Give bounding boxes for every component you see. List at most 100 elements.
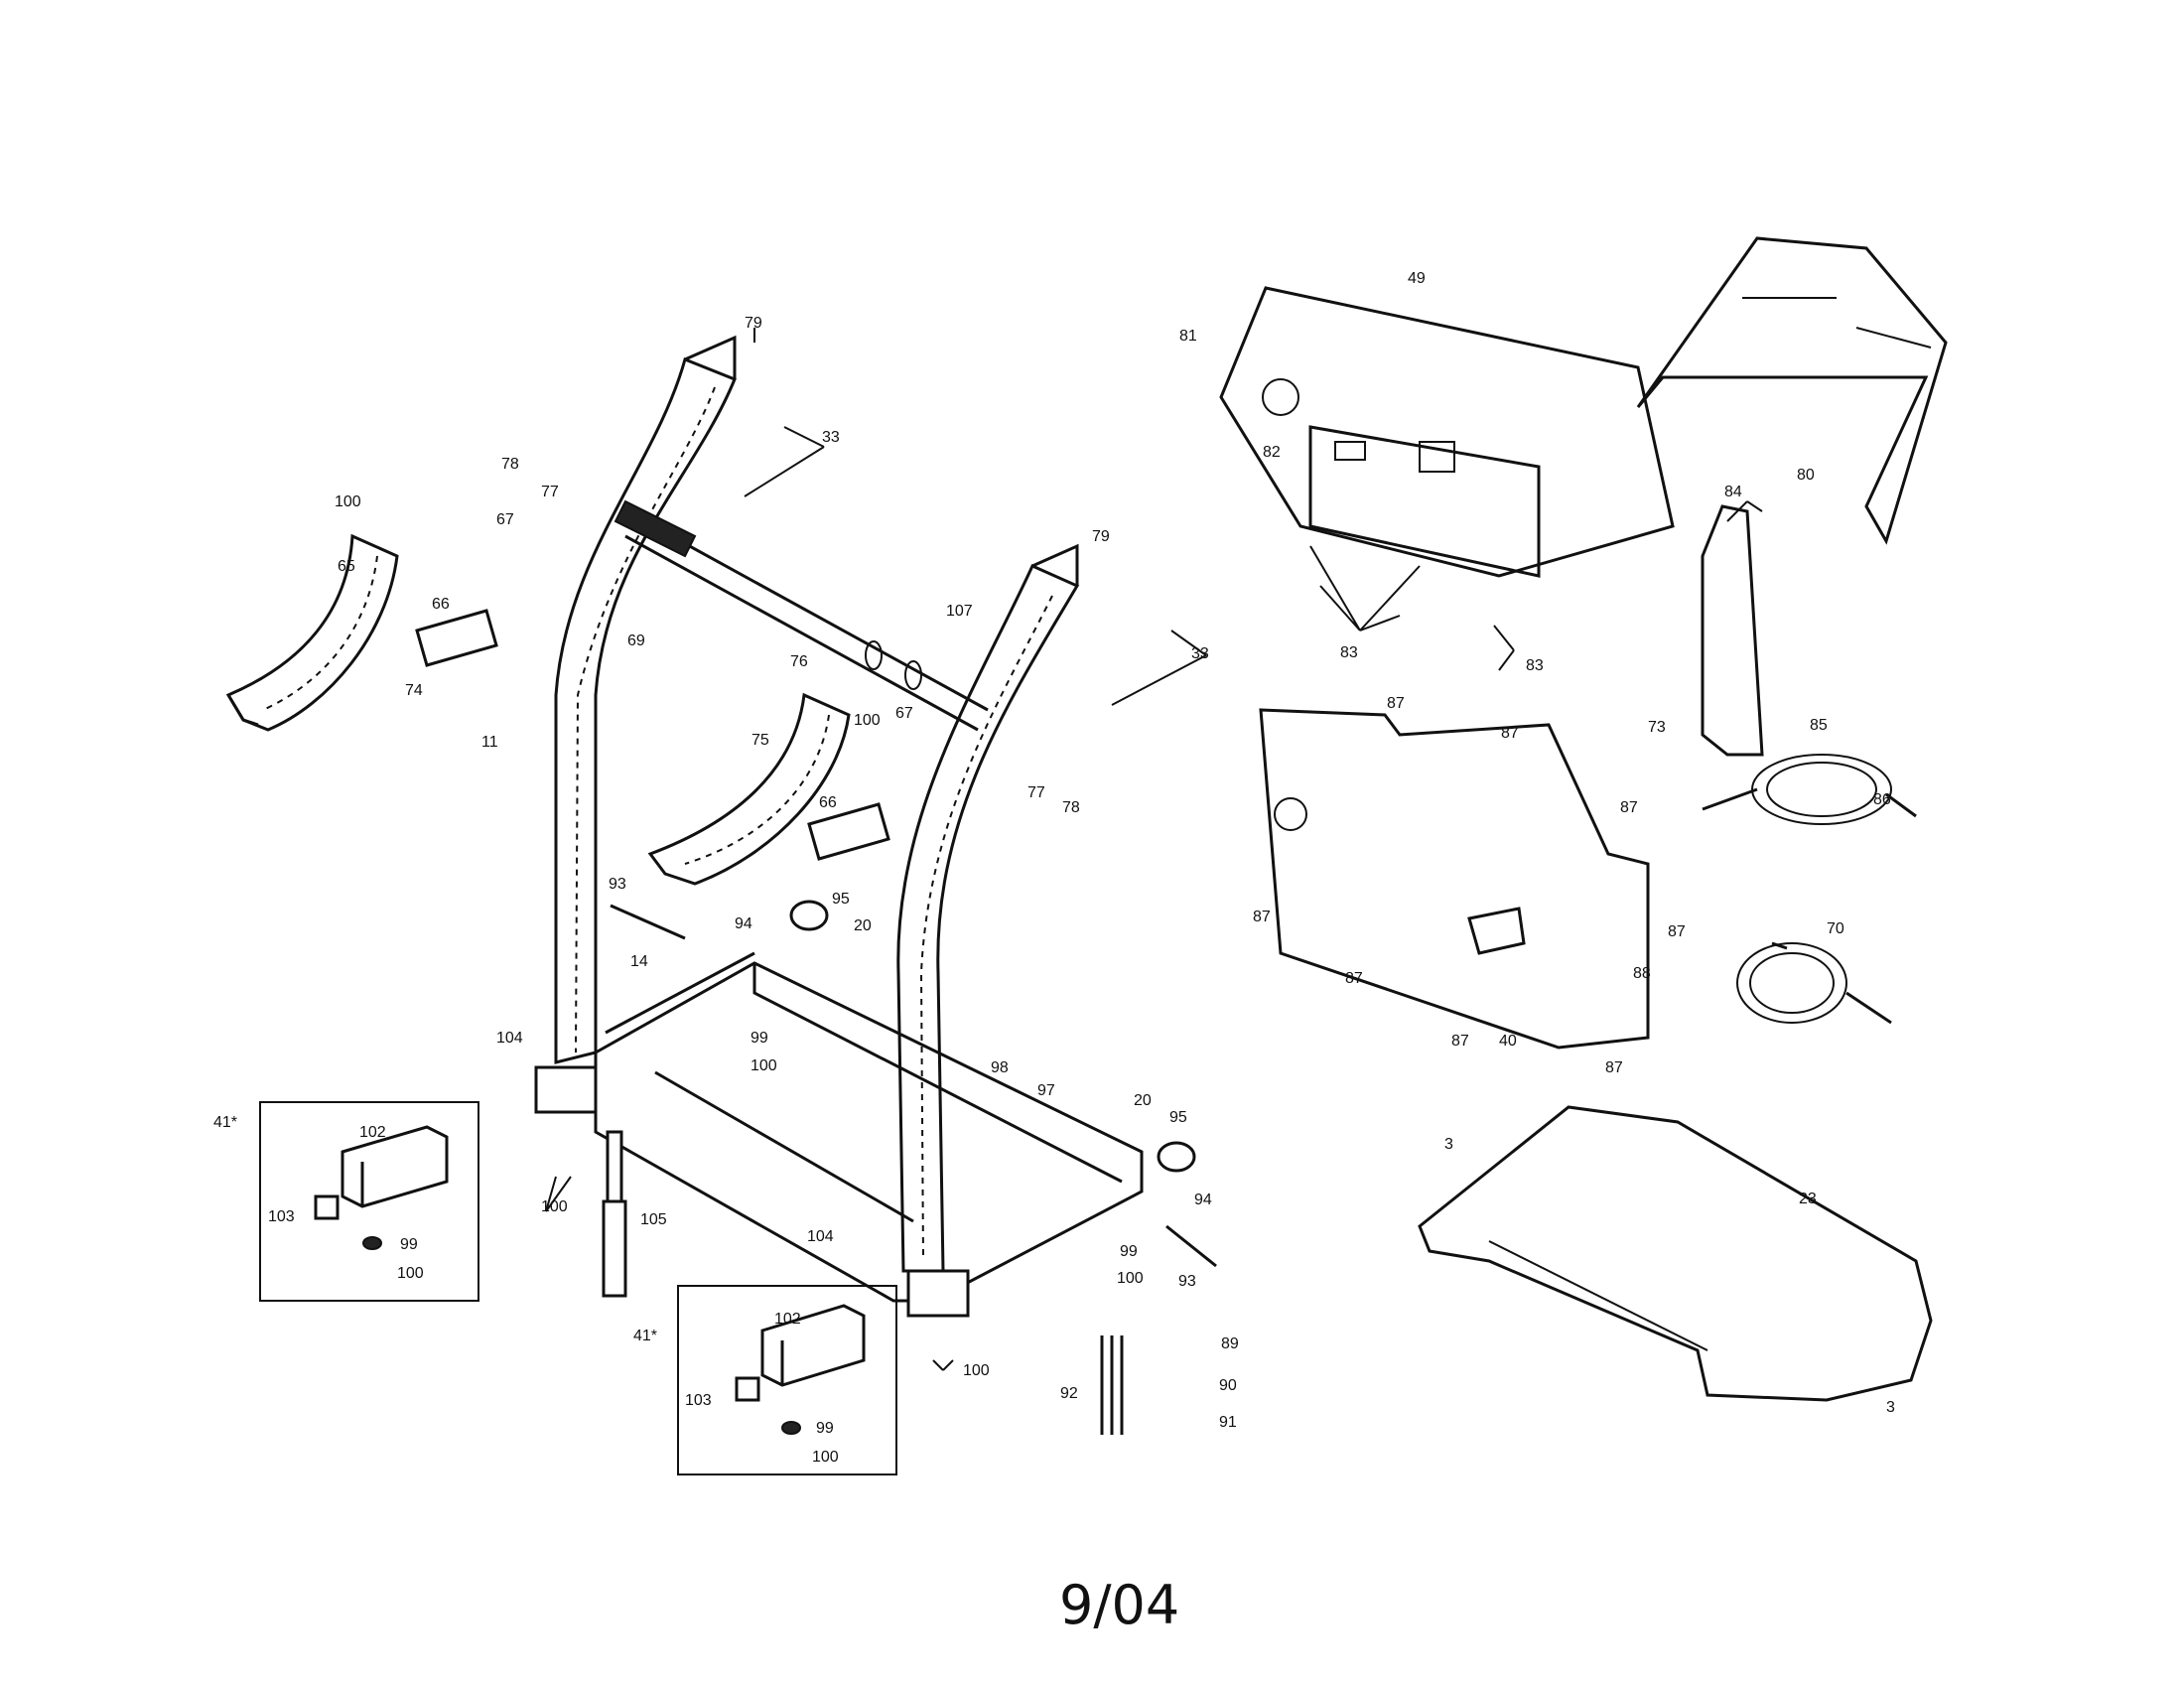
callout-label: 78 xyxy=(501,456,519,473)
callout-label: 78 xyxy=(1062,799,1080,816)
left-handrail-part-65 xyxy=(225,533,399,732)
callout-label: 100 xyxy=(751,1057,777,1074)
callout-label: 66 xyxy=(819,794,837,811)
callout-label: 100 xyxy=(541,1198,568,1215)
leader-lines xyxy=(545,328,1763,1371)
wheel-part-95 xyxy=(789,900,1196,1173)
callout-label: 41* xyxy=(213,1114,237,1131)
callout-label: 80 xyxy=(1797,467,1815,484)
callout-label: 67 xyxy=(496,511,514,528)
callout-label: 102 xyxy=(359,1124,386,1141)
callout-label: 74 xyxy=(405,682,423,699)
callout-label: 100 xyxy=(397,1265,424,1282)
callout-label: 3 xyxy=(1886,1399,1895,1416)
callout-label: 95 xyxy=(1169,1109,1187,1126)
callout-label: 33 xyxy=(822,429,840,446)
callout-label: 100 xyxy=(854,712,881,729)
callout-label: 103 xyxy=(268,1208,295,1225)
callout-label: 40 xyxy=(1499,1033,1517,1050)
callout-label: 93 xyxy=(609,876,626,893)
callout-label: 87 xyxy=(1451,1033,1469,1050)
callout-label: 90 xyxy=(1219,1377,1237,1394)
callout-label: 3 xyxy=(1444,1136,1453,1153)
base-frame xyxy=(534,951,1144,1318)
callout-label: 49 xyxy=(1408,270,1426,287)
callout-label: 79 xyxy=(1092,528,1110,545)
part-callout-labels: 79 33 78 77 100 67 65 66 69 74 11 76 79 … xyxy=(213,270,1895,1466)
callout-label: 87 xyxy=(1620,799,1638,816)
callout-label: 100 xyxy=(963,1362,990,1379)
callout-label: 83 xyxy=(1526,657,1544,674)
callout-label: 33 xyxy=(1191,645,1209,662)
callout-label: 76 xyxy=(790,653,808,670)
callout-label: 100 xyxy=(335,493,361,510)
callout-label: 69 xyxy=(627,632,645,649)
callout-label: 93 xyxy=(1178,1273,1196,1290)
crossbar-part-76 xyxy=(614,499,989,732)
callout-label: 66 xyxy=(432,596,450,613)
callout-label: 87 xyxy=(1605,1059,1623,1076)
callout-label: 94 xyxy=(735,915,752,932)
callout-label: 99 xyxy=(1120,1243,1138,1260)
callout-label: 87 xyxy=(1387,695,1405,712)
console-part-81 xyxy=(1219,286,1675,578)
callout-label: 102 xyxy=(774,1311,801,1328)
callout-label: 67 xyxy=(895,705,913,722)
callout-label: 94 xyxy=(1194,1192,1212,1208)
callout-label: 104 xyxy=(496,1030,523,1047)
callout-label: 103 xyxy=(685,1392,712,1409)
callout-label: 100 xyxy=(812,1449,839,1466)
callout-label: 84 xyxy=(1724,484,1742,500)
upright-frame-part-69 xyxy=(554,335,1080,1273)
leveling-foot-kit-part-41 xyxy=(259,1101,897,1475)
callout-label: 41* xyxy=(633,1328,657,1344)
callout-label: 14 xyxy=(630,953,648,970)
callout-label: 100 xyxy=(1117,1270,1144,1287)
callout-label: 86 xyxy=(1873,791,1891,808)
bolt-parts xyxy=(610,904,1217,1435)
callout-label: 99 xyxy=(400,1236,418,1253)
callout-label: 99 xyxy=(816,1420,834,1437)
cable-part-70 xyxy=(1736,941,1892,1025)
callout-label: 65 xyxy=(338,558,355,575)
callout-label: 95 xyxy=(832,891,850,908)
callout-label: 23 xyxy=(1799,1191,1817,1207)
callout-label: 97 xyxy=(1037,1082,1055,1099)
callout-label: 105 xyxy=(640,1211,667,1228)
motor-shield-part-88 xyxy=(1259,708,1650,1050)
callout-label: 75 xyxy=(751,732,769,749)
base-pan-part-23 xyxy=(1418,1105,1933,1402)
hood-part-80 xyxy=(1636,236,1948,545)
callout-label: 81 xyxy=(1179,328,1197,345)
page-number-label: 9/04 xyxy=(1059,1574,1179,1636)
callout-label: 11 xyxy=(481,734,498,751)
callout-label: 88 xyxy=(1633,965,1651,982)
shock-part-105 xyxy=(602,1130,627,1298)
callout-label: 20 xyxy=(1134,1092,1152,1109)
cable-part-85 xyxy=(1702,754,1917,825)
callout-label: 77 xyxy=(541,484,559,500)
strap-part-84 xyxy=(1701,504,1764,757)
callout-label: 20 xyxy=(854,917,872,934)
callout-label: 91 xyxy=(1219,1414,1237,1431)
callout-label: 87 xyxy=(1345,970,1363,987)
right-handrail-part-75 xyxy=(647,692,851,886)
callout-label: 89 xyxy=(1221,1335,1239,1352)
callout-label: 87 xyxy=(1668,923,1686,940)
callout-label: 83 xyxy=(1340,644,1358,661)
callout-label: 98 xyxy=(991,1059,1009,1076)
callout-label: 85 xyxy=(1810,717,1828,734)
callout-label: 77 xyxy=(1027,784,1045,801)
callout-label: 99 xyxy=(751,1030,768,1047)
callout-label: 92 xyxy=(1060,1385,1078,1402)
callout-label: 87 xyxy=(1501,725,1519,742)
callout-label: 104 xyxy=(807,1228,834,1245)
callout-label: 82 xyxy=(1263,444,1281,461)
handrail-bracket-part-66 xyxy=(415,609,890,861)
callout-label: 70 xyxy=(1827,920,1844,937)
callout-label: 107 xyxy=(946,603,973,620)
callout-label: 73 xyxy=(1648,719,1666,736)
callout-label: 79 xyxy=(745,315,762,332)
callout-label: 87 xyxy=(1253,909,1271,925)
